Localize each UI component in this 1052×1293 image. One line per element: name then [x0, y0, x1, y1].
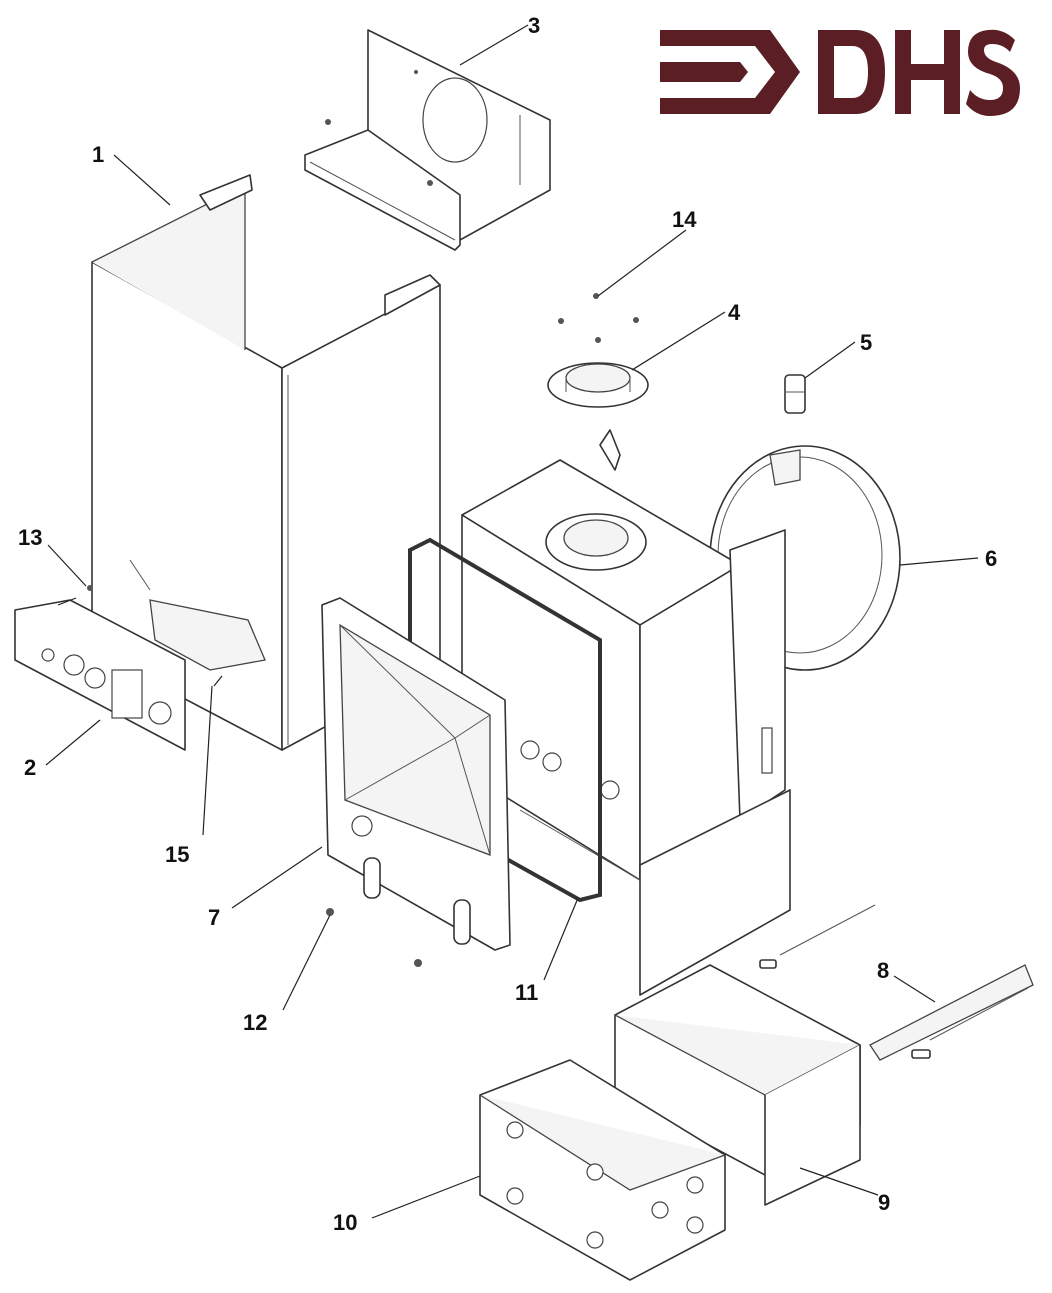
- part-4-flue-ring: [547, 362, 649, 408]
- callout-12: 12: [243, 1010, 267, 1035]
- part-1-outer-casing: [91, 174, 441, 751]
- dhs-logo: [660, 29, 1020, 116]
- callout-3: 3: [528, 13, 540, 38]
- part-8-rods: [759, 904, 1034, 1061]
- callout-14: 14: [672, 207, 697, 232]
- dhs-logo-arrow: [660, 30, 800, 114]
- part-3-top-bracket: [304, 29, 551, 251]
- callout-10: 10: [333, 1210, 357, 1235]
- dhs-logo-letter-d: [818, 30, 885, 114]
- callout-4: 4: [728, 300, 741, 325]
- part-12-screws: [326, 908, 422, 967]
- dhs-logo-letter-s: [966, 29, 1020, 116]
- part-7-front-cover: [321, 597, 511, 951]
- leader-lines: [45, 24, 979, 1219]
- part-2-control-fascia: [14, 599, 186, 751]
- callout-9: 9: [878, 1190, 890, 1215]
- callout-numbers: 1 2 3 4 5 6 7 8 9 10 11 12 13 14 15: [18, 13, 997, 1235]
- part-10-bottom-cover: [479, 1059, 726, 1281]
- callout-2: 2: [24, 755, 36, 780]
- part-13-screw: [57, 585, 93, 606]
- callout-8: 8: [877, 958, 889, 983]
- part-15-screw: [213, 675, 223, 687]
- callout-7: 7: [208, 905, 220, 930]
- dhs-logo-letter-h: [895, 30, 960, 114]
- callout-13: 13: [18, 525, 42, 550]
- callout-15: 15: [165, 842, 189, 867]
- part-14-screws: [558, 293, 639, 343]
- callout-5: 5: [860, 330, 872, 355]
- callout-1: 1: [92, 142, 104, 167]
- callout-6: 6: [985, 546, 997, 571]
- callout-11: 11: [515, 980, 538, 1005]
- part-5-sensor: [784, 374, 806, 414]
- part-9-lower-tray: [614, 964, 861, 1206]
